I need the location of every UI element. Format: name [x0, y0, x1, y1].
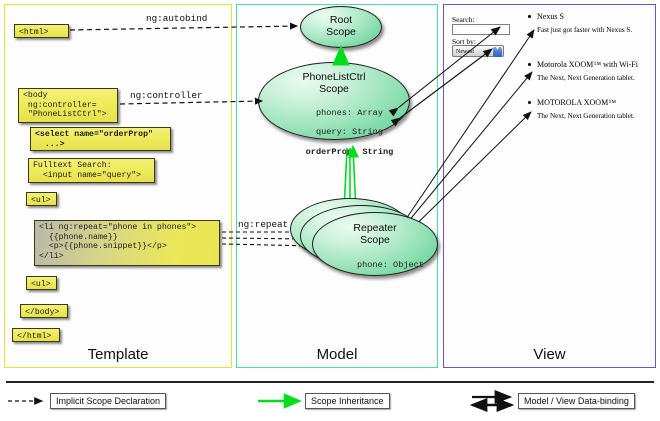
- scope-prop-phones: phones: Array: [315, 107, 383, 118]
- connector-label-repeat: ng:repeat: [238, 219, 289, 230]
- sort-by-selected-value: Newest: [456, 49, 474, 55]
- code-box-fulltext-search: Fulltext Search: <input name="query">: [28, 158, 155, 183]
- code-box-ul-close: <ul>: [26, 276, 57, 290]
- phone-snippet: The Next, Next Generation tablet.: [537, 74, 635, 82]
- code-box-html-open: <html>: [14, 24, 69, 38]
- scope-root-title-2: Scope: [326, 25, 356, 38]
- scope-root-title-1: Root: [329, 14, 353, 26]
- column-label-template: Template: [87, 346, 149, 363]
- legend-label-scope-inheritance: Scope Inheritance: [305, 393, 390, 409]
- scope-root: Root Scope: [300, 6, 382, 48]
- code-box-body-close: </body>: [20, 304, 68, 318]
- phone-name: Nexus S: [537, 12, 564, 21]
- view-search-label: Search:: [452, 15, 475, 24]
- phone-name: Motorola XOOM™ with Wi-Fi: [537, 60, 638, 69]
- column-label-model: Model: [316, 346, 358, 363]
- phone-snippet: Fast just got faster with Nexus S.: [537, 26, 633, 34]
- legend: Implicit Scope Declaration Scope Inherit…: [0, 381, 660, 421]
- bullet-icon: [528, 15, 531, 18]
- list-item: Nexus S Fast just got faster with Nexus …: [528, 12, 660, 34]
- code-box-body-tag: <body ng:controller= "PhoneListCtrl">: [18, 88, 118, 123]
- phone-name: MOTOROLA XOOM™: [537, 98, 617, 107]
- bullet-icon: [528, 63, 531, 66]
- legend-divider: [6, 381, 654, 383]
- scope-repeater-title-1: Repeater: [353, 222, 397, 234]
- scope-repeater: Repeater Scope phone: Object: [312, 212, 438, 276]
- chevron-updown-icon[interactable]: ▾: [493, 46, 502, 57]
- scope-repeater-title-2: Scope: [360, 233, 390, 246]
- code-box-html-close: </html>: [12, 328, 60, 342]
- code-box-li-ng-repeat: <li ng:repeat="phone in phones"> {{phone…: [34, 220, 220, 266]
- code-box-ul-open: <ul>: [26, 192, 57, 206]
- column-view: View: [443, 4, 656, 368]
- column-label-view: View: [533, 346, 566, 363]
- list-item: Motorola XOOM™ with Wi-Fi The Next, Next…: [528, 60, 660, 82]
- search-input[interactable]: [452, 24, 510, 35]
- scope-phonelistctrl-title-2: Scope: [319, 82, 349, 95]
- sort-by-select[interactable]: Newest ▾: [452, 45, 504, 57]
- legend-label-implicit-scope-declaration: Implicit Scope Declaration: [50, 393, 167, 409]
- scope-prop-orderprop: orderProp: String: [305, 146, 394, 157]
- connector-label-controller: ng:controller: [130, 90, 203, 101]
- column-model: Model: [236, 4, 438, 368]
- scope-phonelistctrl: PhoneListCtrl Scope phones: Array query:…: [258, 62, 410, 157]
- legend-label-model-view-data-binding: Model / View Data-binding: [518, 393, 635, 409]
- list-item: MOTOROLA XOOM™ The Next, Next Generation…: [528, 98, 660, 120]
- scope-phonelistctrl-title-1: PhoneListCtrl: [302, 71, 366, 83]
- legend-arrow-glyphs: [8, 389, 515, 413]
- scope-prop-phone: phone: Object: [356, 259, 424, 270]
- bullet-icon: [528, 101, 531, 104]
- code-box-select-orderprop: <select name="orderProp" ...>: [30, 127, 171, 151]
- connector-label-autobind: ng:autobind: [146, 13, 208, 24]
- phone-snippet: The Next, Next Generation tablet.: [537, 112, 635, 120]
- scope-prop-query: query: String: [315, 127, 383, 138]
